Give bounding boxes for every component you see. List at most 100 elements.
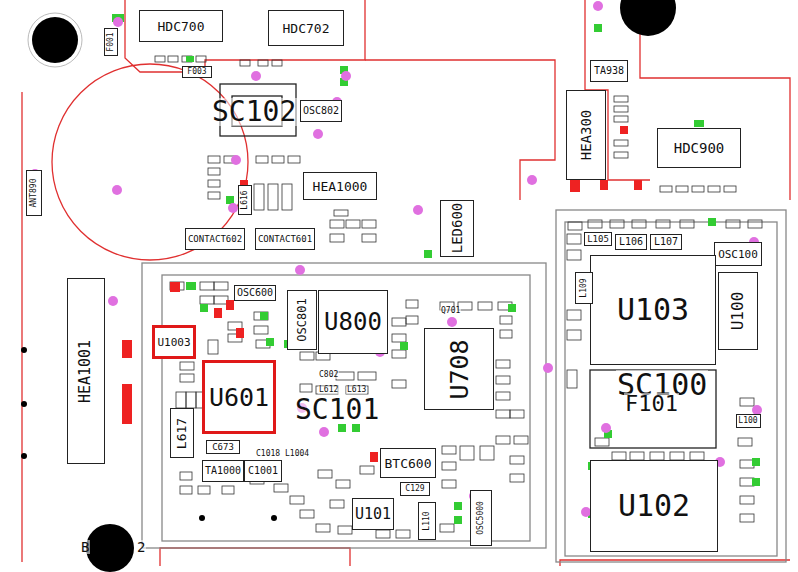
chip-outline — [510, 410, 524, 418]
component-box: HDC900 — [657, 128, 741, 168]
component-box: C129 — [400, 482, 430, 496]
solder-pad — [352, 424, 360, 432]
part-designator: OSC802 — [303, 106, 339, 116]
solder-pad — [186, 56, 194, 62]
chip-outline — [460, 446, 474, 460]
chip-outline — [376, 530, 390, 538]
part-designator: HDC702 — [283, 22, 330, 35]
chip-outline — [567, 234, 581, 244]
chip-outline — [740, 460, 754, 468]
chip-outline — [614, 140, 628, 146]
part-designator: U102 — [618, 491, 690, 521]
chip-outline — [272, 60, 282, 66]
part-designator: OSC100 — [718, 249, 758, 260]
chip-outline — [748, 220, 762, 228]
region-label: SC101 — [294, 396, 380, 424]
solder-pad — [186, 282, 196, 290]
chip-outline — [595, 438, 609, 446]
chip-outline — [362, 220, 376, 228]
component-box: L109 — [575, 272, 593, 304]
chip-outline — [180, 472, 192, 480]
component-box: C1001 — [244, 460, 282, 482]
chip-outline — [240, 60, 250, 66]
part-designator: L1004 — [284, 450, 310, 458]
test-point — [593, 1, 603, 11]
part-designator: CONTACT601 — [258, 235, 312, 244]
test-point — [112, 185, 122, 195]
test-point — [313, 129, 323, 139]
component-box: U800 — [318, 290, 388, 354]
chip-outline — [272, 156, 284, 163]
chip-outline — [514, 436, 528, 444]
chip-outline — [346, 220, 360, 228]
chip-outline — [300, 352, 314, 360]
solder-pad — [170, 282, 180, 292]
chip-outline — [680, 220, 694, 228]
test-point — [447, 317, 457, 327]
chip-outline — [362, 234, 376, 242]
chip-outline — [660, 186, 672, 192]
part-designator: TA1000 — [205, 466, 241, 476]
solder-pad — [236, 328, 244, 338]
chip-outline — [496, 360, 510, 368]
chip-outline — [396, 530, 410, 538]
solder-pad — [454, 516, 462, 524]
chip-outline — [724, 186, 736, 192]
component-box: CONTACT602 — [185, 228, 245, 250]
component-box: HDC700 — [139, 10, 223, 42]
component-box: TA1000 — [202, 460, 244, 482]
mounting-hole — [86, 524, 134, 572]
solder-pad — [454, 502, 462, 510]
part-designator: C1001 — [248, 466, 278, 476]
component-box: U102 — [590, 460, 718, 552]
chip-outline — [392, 380, 406, 388]
board-edge — [125, 0, 365, 72]
chip-outline — [316, 524, 330, 532]
chip-outline — [740, 514, 754, 522]
test-point — [341, 71, 351, 81]
part-designator: L105 — [587, 235, 609, 244]
component-box: HEA300 — [566, 90, 606, 180]
chip-outline — [676, 186, 688, 192]
chip-outline — [186, 392, 196, 408]
chip-outline — [208, 180, 220, 187]
chip-outline — [510, 474, 524, 482]
part-designator: HDC700 — [158, 20, 205, 33]
chip-outline — [442, 480, 456, 488]
chip-outline — [360, 466, 374, 474]
chip-outline — [740, 478, 754, 486]
test-point — [113, 17, 123, 27]
component-box: HDC702 — [268, 10, 344, 46]
component-box: U103 — [590, 255, 716, 365]
chip-outline — [440, 524, 454, 532]
shield-outline — [556, 210, 786, 562]
component-box: L105 — [584, 232, 612, 246]
test-point — [601, 423, 611, 433]
chip-outline — [258, 60, 268, 66]
chip-outline — [692, 186, 704, 192]
chip-outline — [196, 56, 206, 62]
part-designator: HEA1001 — [79, 339, 94, 402]
chip-outline — [480, 446, 494, 460]
via-dot — [271, 515, 277, 521]
chip-outline — [406, 300, 418, 308]
part-designator: C673 — [212, 443, 234, 452]
solder-pad — [752, 458, 760, 466]
chip-outline — [588, 220, 602, 228]
chip-outline — [500, 316, 512, 324]
component-box: L100 — [736, 414, 761, 428]
solder-pad — [424, 250, 432, 258]
component-box: L617 — [170, 408, 194, 458]
component-box: F003 — [182, 66, 212, 78]
chip-outline — [740, 496, 754, 504]
part-designator: C1018 — [255, 450, 281, 458]
chip-outline — [510, 456, 524, 464]
chip-outline — [318, 470, 332, 478]
chip-outline — [650, 452, 664, 460]
chip-outline — [392, 334, 406, 342]
chip-outline — [254, 184, 264, 210]
part-designator: OSC600 — [237, 288, 273, 298]
component-box: TA938 — [590, 60, 628, 82]
chip-outline — [198, 486, 210, 494]
